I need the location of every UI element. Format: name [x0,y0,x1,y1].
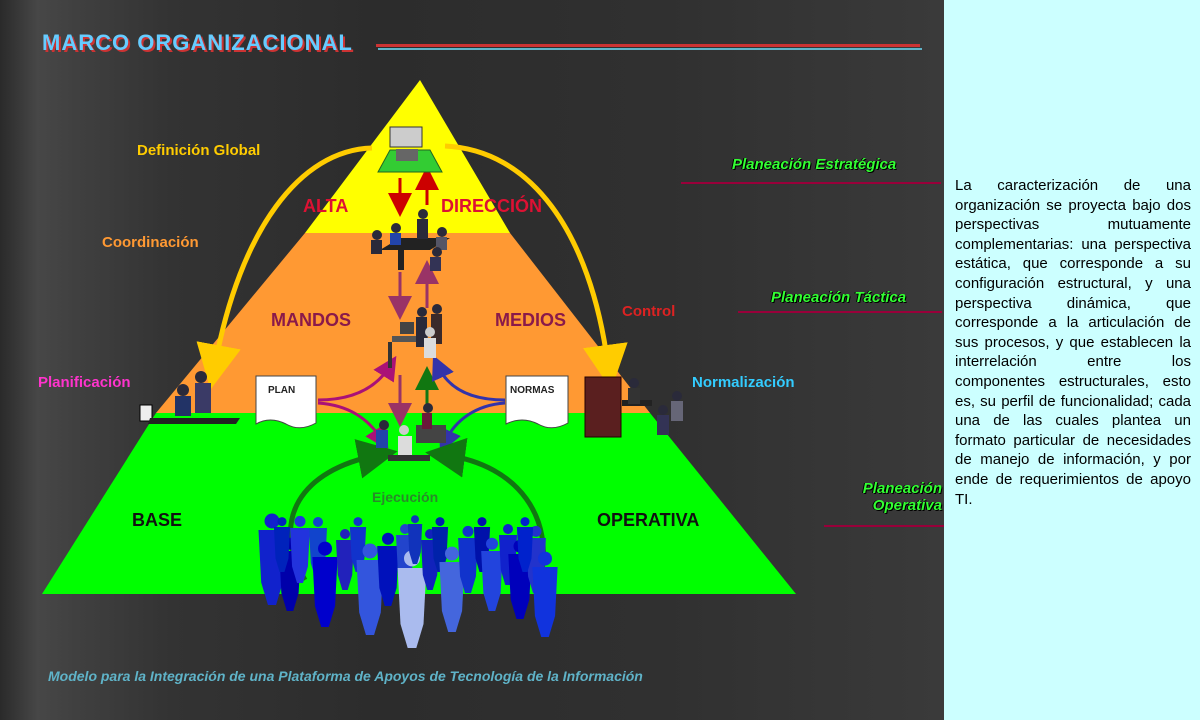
crowd-person-body [377,546,399,606]
plan-document [255,375,317,429]
line-operativa [824,525,944,527]
crowd-person-head [530,525,542,537]
crowd-person-head [382,532,394,545]
description-text: La caracterización de una organización s… [955,177,1191,508]
side-panel [944,0,1200,720]
label-planeacion-tactica: Planeación Táctica [771,289,907,306]
plan-document-label: PLAN [268,385,296,396]
crowd-person-head [435,517,445,527]
slide-title: MARCO ORGANIZACIONAL [42,30,353,55]
crowd-person-head [445,546,459,561]
label-coordinacion: Coordinación [102,234,199,251]
crowd-person-head [353,517,363,527]
crowd-person-body [407,524,423,564]
arc-definicion-left [196,145,373,390]
crowd-person-body [312,557,338,627]
crowd-person-head [318,541,332,556]
title-rule-shadow [378,48,922,50]
crowd-person-body [516,527,534,572]
crowd-person-body [458,538,478,593]
crowd-person-head [538,551,552,566]
normas-document [505,375,569,429]
tier-base [42,413,796,594]
crowd-person-head [400,524,410,534]
label-definicion-global: Definición Global [137,142,261,159]
curve-normas-down [439,401,506,453]
label-planeacion-operativa-line1: Planeación [862,480,942,497]
crowd-person-head [486,537,498,550]
curve-plan-up [317,355,397,402]
crowd-person-head [313,517,323,527]
crowd-icon [258,513,558,648]
label-control: Control [622,303,676,320]
crowd-person-body [290,528,310,583]
crowd-person-head [264,513,280,529]
label-planeacion-operativa-line2: Operativa [872,497,942,514]
footer-text: Modelo para la Integración de una Plataf… [48,668,643,684]
line-estrategica [681,182,941,184]
crowd-person-head [520,517,530,527]
title-rule [376,44,920,47]
office-workers-icon [388,304,442,368]
crowd-person-body [439,562,465,632]
label-planificacion: Planificación [38,374,131,391]
operators-icon [376,403,446,461]
label-medios: MEDIOS [495,310,567,330]
crowd-person-body [397,568,427,648]
label-mandos: MANDOS [271,310,351,330]
crowd-person-head [477,517,487,527]
crowd-person-head [294,515,306,527]
crowd-person-body [336,540,354,590]
crowd-person-body [356,560,384,635]
label-planeacion-estrategica: Planeación Estratégica [732,156,897,173]
crowd-person-head [411,515,419,524]
pyramid-diagram [42,80,796,648]
meeting-people-icon [371,209,450,271]
archive-cabinet-icon [584,376,683,438]
building-icon [377,126,443,173]
planner-person-icon [139,371,240,424]
crowd-person-body [532,567,558,637]
normas-document-label: NORMAS [510,385,555,396]
line-tactica [738,311,942,313]
crowd-person-head [340,529,350,539]
crowd-person-body [431,527,449,572]
label-base: BASE [132,510,183,530]
crowd-person-head [277,517,287,527]
crowd-person-body [273,527,291,572]
label-direccion: DIRECCIÓN [441,196,543,216]
crowd-person-head [462,525,474,537]
label-alta: ALTA [303,196,349,216]
crowd-person-body [481,551,503,611]
arc-definicion-right [444,143,628,390]
label-operativa: OPERATIVA [597,510,700,530]
label-normalizacion: Normalización [692,374,795,391]
label-planeacion-operativa: Planeación Operativa [817,480,942,514]
label-ejecucion: Ejecución [372,489,439,505]
curve-normas-up [432,355,506,402]
crowd-person-head [503,524,513,534]
crowd-person-head [362,543,378,559]
